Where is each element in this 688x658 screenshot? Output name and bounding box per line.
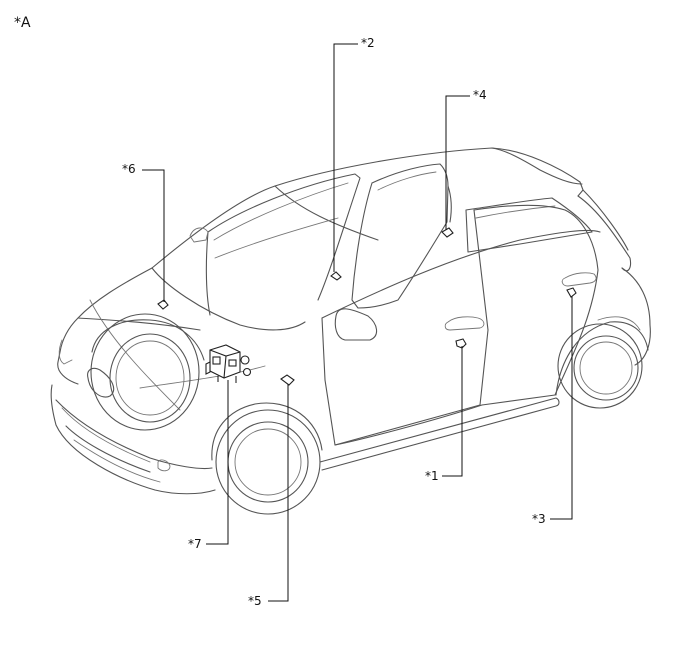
leader-5 <box>268 384 289 602</box>
callout-label-2: *2 <box>361 36 375 50</box>
sensor-front-pillar <box>330 271 342 281</box>
leader-6 <box>142 169 165 302</box>
sensor-front-left <box>280 374 295 386</box>
sensor-center-pillar <box>441 227 454 238</box>
callout-label-3: *3 <box>532 512 546 526</box>
leader-2 <box>333 43 358 272</box>
sensor-front-door <box>455 338 467 352</box>
leader-7 <box>206 380 229 545</box>
car-outline <box>50 147 651 515</box>
sensor-rear-door <box>566 287 577 298</box>
callout-label-5: *5 <box>248 594 262 608</box>
callout-label-1: *1 <box>425 469 439 483</box>
sensor-front-right <box>157 299 169 310</box>
callout-label-4: *4 <box>473 88 487 102</box>
view-label: *A <box>14 15 31 31</box>
callout-label-7: *7 <box>188 537 202 551</box>
leader-1 <box>442 352 463 477</box>
leader-lines <box>142 43 573 602</box>
callout-label-6: *6 <box>122 162 136 176</box>
leader-3 <box>550 296 573 520</box>
actuator-assembly <box>205 344 252 383</box>
leader-4 <box>445 95 470 230</box>
